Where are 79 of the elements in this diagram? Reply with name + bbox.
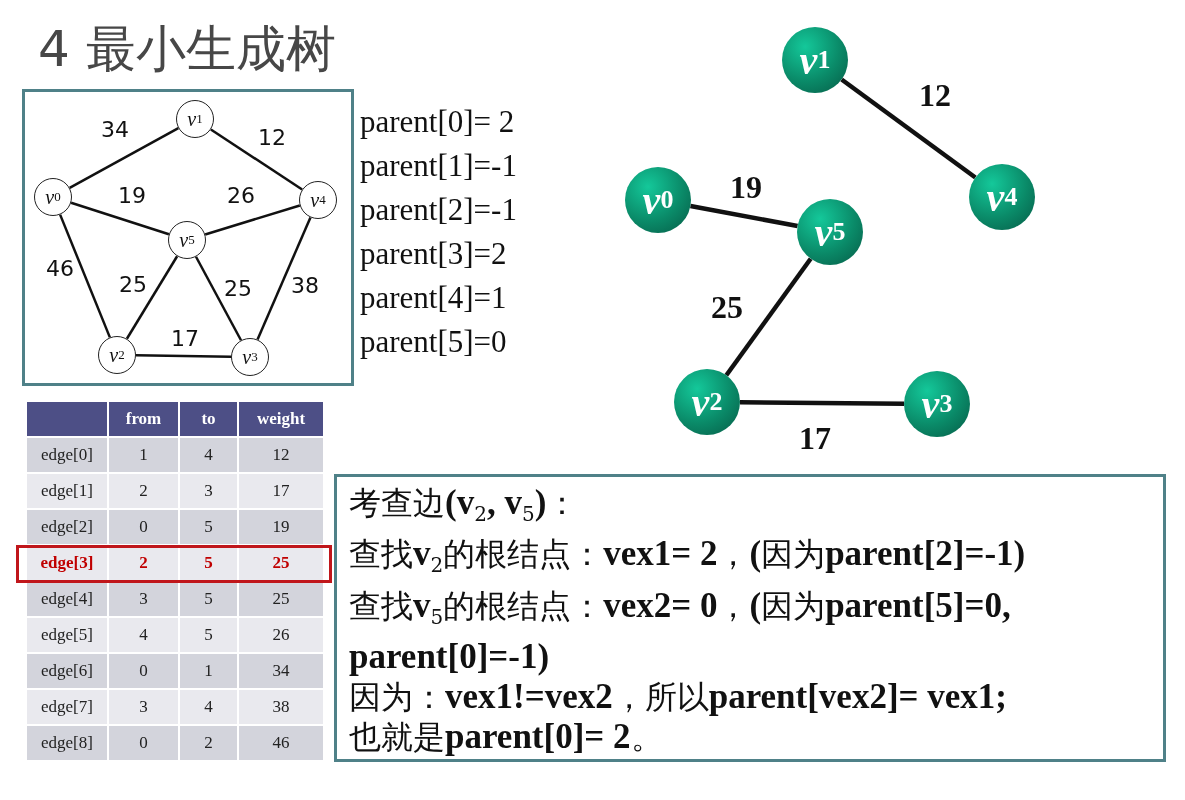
table-cell: 0 bbox=[109, 510, 178, 544]
graph-edge bbox=[125, 255, 179, 340]
parent-entry: parent[2]=-1 bbox=[360, 192, 517, 228]
table-cell: 25 bbox=[239, 582, 323, 616]
graph-edge bbox=[58, 214, 112, 338]
table-cell: 3 bbox=[109, 690, 178, 724]
table-cell: 1 bbox=[109, 438, 178, 472]
table-cell: 5 bbox=[180, 618, 237, 652]
table-cell: 2 bbox=[180, 726, 237, 760]
table-cell: edge[1] bbox=[27, 474, 107, 508]
graph-edge bbox=[194, 256, 243, 341]
table-cell: 5 bbox=[180, 510, 237, 544]
table-cell: edge[7] bbox=[27, 690, 107, 724]
table-cell: 0 bbox=[109, 654, 178, 688]
graph-edge bbox=[204, 204, 301, 236]
table-cell: 3 bbox=[109, 582, 178, 616]
graph-edge bbox=[740, 400, 904, 406]
graph-edge bbox=[724, 257, 813, 377]
edge-weight: 25 bbox=[711, 288, 743, 326]
table-cell: edge[3] bbox=[27, 546, 107, 580]
graph-edge bbox=[69, 127, 179, 189]
edge-weight: 19 bbox=[118, 182, 146, 208]
table-cell: edge[4] bbox=[27, 582, 107, 616]
parent-entry: parent[3]=2 bbox=[360, 236, 507, 272]
slide-title: 4 最小生成树 bbox=[38, 22, 336, 77]
table-cell: 26 bbox=[239, 618, 323, 652]
graph-edge bbox=[690, 203, 798, 229]
table-cell: 0 bbox=[109, 726, 178, 760]
table-cell: 34 bbox=[239, 654, 323, 688]
edge-weight: 17 bbox=[171, 325, 199, 351]
edge-weight: 19 bbox=[730, 168, 762, 206]
column-header: weight bbox=[239, 402, 323, 436]
explanation-line: 也就是parent[0]= 2。 bbox=[349, 717, 664, 758]
table-cell: 46 bbox=[239, 726, 323, 760]
table-cell: edge[8] bbox=[27, 726, 107, 760]
table-cell: 25 bbox=[239, 546, 323, 580]
table-cell: 4 bbox=[109, 618, 178, 652]
explanation-box bbox=[334, 474, 1166, 762]
explanation-line: 查找v$_{5}$的根结点：vex2= 0，(因为parent[5]=0, parent[0]=-1) bbox=[349, 585, 1012, 678]
edge-weight: 25 bbox=[119, 271, 147, 297]
parent-entry: parent[1]=-1 bbox=[360, 148, 517, 184]
table-cell: edge[2] bbox=[27, 510, 107, 544]
table-cell: edge[0] bbox=[27, 438, 107, 472]
table-cell: 17 bbox=[239, 474, 323, 508]
edge-weight: 12 bbox=[919, 76, 951, 114]
edge-weight: 26 bbox=[227, 182, 255, 208]
explanation-line: 查找v$_{2}$的根结点：vex1= 2，(因为parent[2]=-1) bbox=[349, 534, 1027, 580]
table-cell: 38 bbox=[239, 690, 323, 724]
graph-edge bbox=[840, 77, 977, 180]
table-cell: 19 bbox=[239, 510, 323, 544]
edge-weight: 46 bbox=[46, 255, 74, 281]
table-cell: 5 bbox=[180, 582, 237, 616]
explanation-line: 考查边(v$_{2}$, v$_{5}$)： bbox=[349, 483, 580, 529]
explanation-line: 因为：vex1!=vex2，所以parent[vex2]= vex1; bbox=[349, 677, 1008, 718]
table-cell: 4 bbox=[180, 690, 237, 724]
edge-weight: 12 bbox=[258, 124, 286, 150]
graph-edge bbox=[256, 216, 312, 341]
table-cell: 3 bbox=[180, 474, 237, 508]
table-cell: 2 bbox=[109, 474, 178, 508]
graph-edge bbox=[136, 354, 231, 358]
graph-edge bbox=[210, 128, 303, 191]
table-cell: edge[5] bbox=[27, 618, 107, 652]
column-header: from bbox=[109, 402, 178, 436]
table-cell: edge[6] bbox=[27, 654, 107, 688]
table-cell: 12 bbox=[239, 438, 323, 472]
edge-weight: 34 bbox=[101, 116, 129, 142]
edge-weight: 17 bbox=[799, 419, 831, 457]
table-cell: 5 bbox=[180, 546, 237, 580]
edge-weight: 38 bbox=[291, 272, 319, 298]
edge-weight: 25 bbox=[224, 275, 252, 301]
graph-edge bbox=[70, 201, 170, 236]
table-cell: 4 bbox=[180, 438, 237, 472]
parent-entry: parent[4]=1 bbox=[360, 280, 507, 316]
parent-entry: parent[5]=0 bbox=[360, 324, 507, 360]
column-header: to bbox=[180, 402, 237, 436]
table-cell: 2 bbox=[109, 546, 178, 580]
graph-frame bbox=[22, 89, 354, 386]
table-cell: 1 bbox=[180, 654, 237, 688]
parent-entry: parent[0]= 2 bbox=[360, 104, 515, 140]
